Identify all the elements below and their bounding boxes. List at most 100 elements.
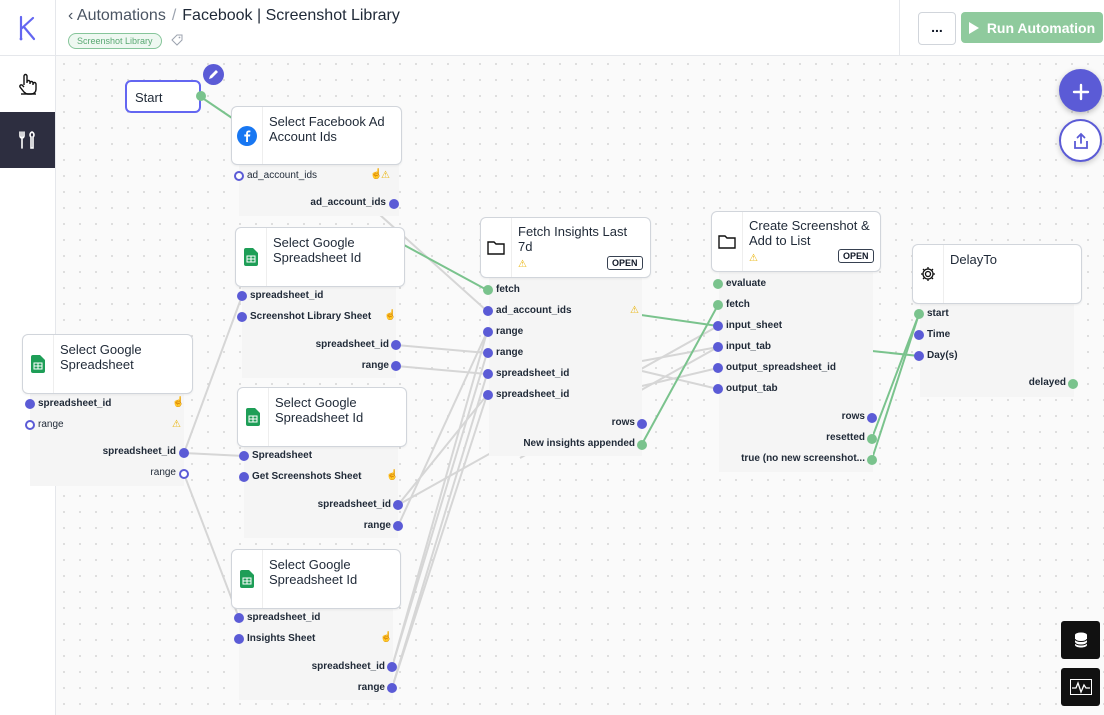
output-port[interactable] [637, 419, 647, 429]
input-label: Screenshot Library Sheet [250, 311, 372, 322]
output-port[interactable] [637, 440, 647, 450]
node-header[interactable]: DelayTo [912, 244, 1082, 304]
input-label: output_spreadsheet_id [726, 362, 837, 373]
input-port[interactable] [234, 634, 244, 644]
input-port[interactable] [914, 351, 924, 361]
open-button[interactable]: OPEN [838, 249, 874, 263]
input-label: fetch [496, 284, 520, 295]
output-port[interactable] [391, 361, 401, 371]
output-port[interactable] [387, 662, 397, 672]
input-label: Day(s) [927, 350, 958, 361]
node-header[interactable]: Select Google Spreadsheet [22, 334, 193, 394]
input-port[interactable] [483, 348, 493, 358]
output-port[interactable] [179, 469, 189, 479]
start-node[interactable]: Start [125, 80, 201, 113]
output-label: range [363, 520, 391, 531]
node-body [242, 286, 396, 378]
node-body [920, 304, 1074, 397]
tag-badge[interactable]: Screenshot Library [68, 33, 162, 49]
input-port[interactable] [483, 285, 493, 295]
node-header[interactable]: Select Google Spreadsheet Id [235, 227, 405, 287]
output-port[interactable] [1068, 379, 1078, 389]
output-port[interactable] [179, 448, 189, 458]
input-port[interactable] [483, 369, 493, 379]
breadcrumb-automations-link[interactable]: Automations [76, 7, 166, 24]
database-button[interactable] [1061, 621, 1100, 659]
hand-pointer-icon: ☝ [370, 169, 383, 180]
output-port[interactable] [391, 340, 401, 350]
warning-icon: ⚠ [630, 305, 639, 316]
add-node-button[interactable] [1059, 69, 1102, 112]
output-port[interactable] [393, 500, 403, 510]
output-port[interactable] [867, 413, 877, 423]
edit-start-button[interactable] [203, 64, 224, 85]
output-port[interactable] [387, 683, 397, 693]
pencil-icon [209, 70, 218, 79]
input-port[interactable] [239, 472, 249, 482]
input-port[interactable] [713, 279, 723, 289]
input-port[interactable] [239, 451, 249, 461]
warning-icon: ⚠ [518, 259, 527, 270]
input-port[interactable] [237, 291, 247, 301]
plus-icon [1072, 83, 1089, 100]
logo-icon [19, 15, 35, 40]
input-port[interactable] [483, 327, 493, 337]
output-label: New insights appended [523, 438, 635, 449]
output-label: range [150, 467, 176, 478]
open-button[interactable]: OPEN [607, 256, 643, 270]
input-port[interactable] [234, 613, 244, 623]
node-body [489, 278, 642, 456]
output-label: range [357, 682, 385, 693]
node-header[interactable]: Select Facebook Ad Account Ids [231, 106, 402, 165]
google-sheets-icon [232, 550, 263, 608]
input-port[interactable] [713, 300, 723, 310]
start-output-port[interactable] [196, 91, 206, 101]
rail-triggers-button[interactable] [0, 56, 55, 112]
node-header[interactable]: Select Google Spreadsheet Id [237, 387, 407, 447]
node-title: Select Facebook Ad Account Ids [269, 114, 385, 144]
input-port[interactable] [914, 309, 924, 319]
folder-icon [712, 212, 743, 271]
output-label: spreadsheet_id [311, 661, 385, 672]
activity-icon [1069, 679, 1092, 695]
input-port[interactable] [25, 420, 35, 430]
output-port[interactable] [867, 455, 877, 465]
input-label: spreadsheet_id [496, 368, 570, 379]
app-logo[interactable] [0, 0, 56, 55]
node-title: Select Google Spreadsheet Id [273, 235, 362, 265]
rail-tools-button[interactable] [0, 112, 55, 168]
node-title: Fetch Insights Last 7d [518, 224, 628, 254]
input-port[interactable] [234, 171, 244, 181]
top-bar: ‹ Automations/Facebook | Screenshot Libr… [0, 0, 1104, 56]
node-body [239, 164, 399, 216]
output-label: spreadsheet_id [102, 446, 176, 457]
node-header[interactable]: Fetch Insights Last 7d ⚠ OPEN [480, 217, 651, 278]
output-port[interactable] [867, 434, 877, 444]
input-port[interactable] [713, 321, 723, 331]
input-label: spreadsheet_id [496, 389, 570, 400]
start-label: Start [135, 90, 163, 105]
input-port[interactable] [713, 363, 723, 373]
database-icon [1074, 632, 1087, 648]
node-header[interactable]: Select Google Spreadsheet Id [231, 549, 401, 609]
output-port[interactable] [393, 521, 403, 531]
run-automation-button[interactable]: Run Automation [961, 12, 1103, 43]
output-port[interactable] [389, 199, 399, 209]
export-button[interactable] [1059, 119, 1102, 162]
input-port[interactable] [25, 399, 35, 409]
more-options-button[interactable]: ... [918, 12, 956, 45]
node-header[interactable]: Create Screenshot & Add to List ⚠ OPEN [711, 211, 881, 272]
input-port[interactable] [713, 342, 723, 352]
input-port[interactable] [483, 306, 493, 316]
input-label: output_tab [726, 383, 778, 394]
tag-icon[interactable] [171, 34, 183, 49]
input-label: spreadsheet_id [250, 290, 324, 301]
input-port[interactable] [483, 390, 493, 400]
activity-button[interactable] [1061, 668, 1100, 706]
input-port[interactable] [914, 330, 924, 340]
hand-pointer-icon [18, 73, 37, 95]
back-chevron-icon[interactable]: ‹ [68, 7, 74, 24]
input-port[interactable] [713, 384, 723, 394]
input-port[interactable] [237, 312, 247, 322]
input-label: input_sheet [726, 320, 783, 331]
